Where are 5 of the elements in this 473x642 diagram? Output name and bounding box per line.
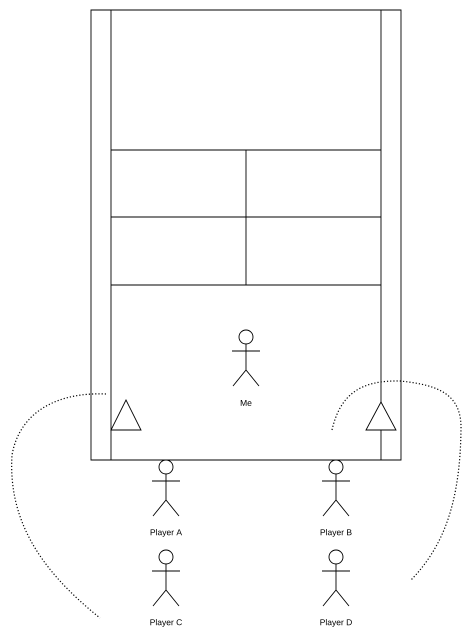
- person-label: Player A: [150, 529, 182, 537]
- person-label: Player B: [320, 529, 352, 537]
- person-label: Player D: [320, 619, 352, 627]
- person-label: Player C: [150, 619, 182, 627]
- person-label: Me: [240, 400, 252, 406]
